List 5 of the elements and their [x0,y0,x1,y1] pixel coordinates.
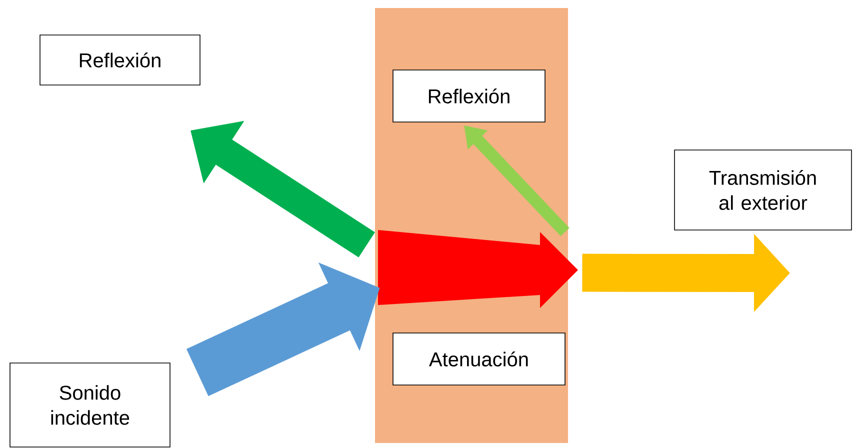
text-box: Reflexión [392,70,546,122]
text-box: Reflexión [40,34,200,86]
text-box: Atenuación [392,332,566,386]
text-box: Sonido incidente [10,362,170,448]
text-box: Transmisión al exterior [674,150,852,230]
